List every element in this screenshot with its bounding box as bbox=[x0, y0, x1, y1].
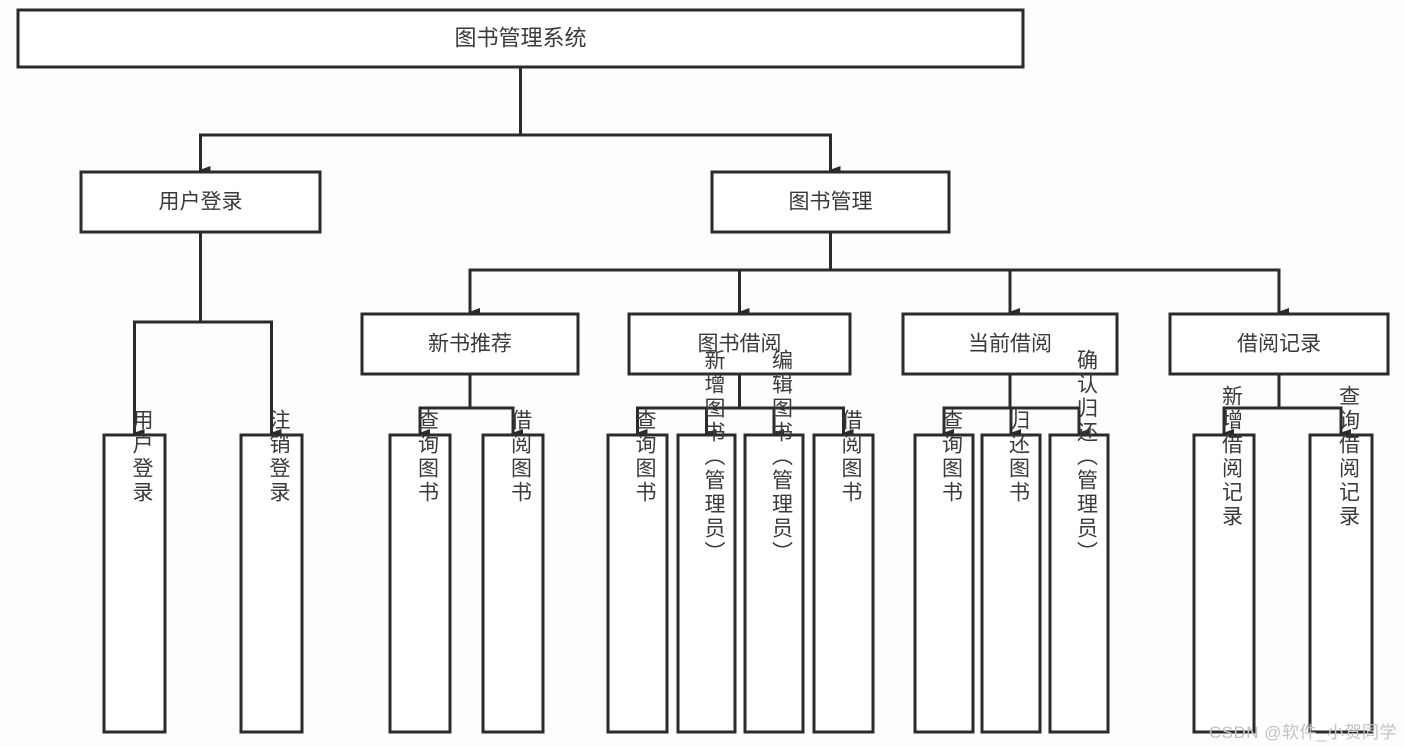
node-box[interactable] bbox=[1308, 433, 1374, 734]
node-box[interactable] bbox=[606, 433, 669, 734]
node-label: 新增借阅记录 bbox=[1220, 385, 1244, 529]
node-level3[interactable]: 当前借阅 bbox=[901, 312, 1119, 376]
node-label: 查询借阅记录 bbox=[1337, 385, 1361, 529]
node-leaf[interactable]: 查询图书 bbox=[913, 409, 975, 734]
node-box[interactable] bbox=[239, 433, 304, 734]
node-box[interactable] bbox=[1192, 433, 1256, 734]
node-box[interactable] bbox=[16, 8, 1025, 69]
node-level3[interactable]: 借阅记录 bbox=[1168, 312, 1390, 376]
node-leaf[interactable]: 确认归还（管理员） bbox=[1048, 349, 1110, 734]
node-box[interactable] bbox=[980, 433, 1042, 734]
node-label: 借阅图书 bbox=[509, 409, 533, 505]
node-label: 当前借阅 bbox=[968, 333, 1052, 356]
node-box[interactable] bbox=[1168, 312, 1390, 376]
node-label: 图书管理 bbox=[789, 191, 873, 214]
node-leaf[interactable]: 用户登录 bbox=[102, 409, 167, 734]
node-leaf[interactable]: 借阅图书 bbox=[812, 409, 875, 734]
node-level3[interactable]: 图书借阅 bbox=[627, 312, 852, 376]
node-label: 新增图书（管理员） bbox=[702, 349, 726, 565]
node-level2[interactable]: 用户登录 bbox=[79, 170, 322, 234]
node-label: 注销登录 bbox=[267, 409, 291, 505]
node-box[interactable] bbox=[1048, 433, 1110, 734]
connector-layer bbox=[133, 65, 1351, 437]
node-label: 新书推荐 bbox=[428, 333, 512, 356]
node-box[interactable] bbox=[913, 433, 975, 734]
node-leaf[interactable]: 归还图书 bbox=[980, 409, 1042, 734]
node-box[interactable] bbox=[102, 433, 167, 734]
node-label: 用户登录 bbox=[130, 409, 154, 505]
node-level2[interactable]: 图书管理 bbox=[710, 170, 951, 234]
node-label: 借阅记录 bbox=[1237, 333, 1321, 356]
node-box[interactable] bbox=[360, 312, 580, 376]
node-box[interactable] bbox=[812, 433, 875, 734]
node-box[interactable] bbox=[676, 433, 737, 734]
node-leaf[interactable]: 查询借阅记录 bbox=[1308, 385, 1374, 734]
node-label: 图书借阅 bbox=[698, 333, 782, 356]
node-leaf[interactable]: 新增借阅记录 bbox=[1192, 385, 1256, 734]
node-box[interactable] bbox=[388, 433, 452, 734]
node-box[interactable] bbox=[79, 170, 322, 234]
node-leaf[interactable]: 查询图书 bbox=[388, 409, 452, 734]
node-root[interactable]: 图书管理系统 bbox=[16, 8, 1025, 69]
node-leaf[interactable]: 编辑图书（管理员） bbox=[743, 349, 805, 734]
node-leaf[interactable]: 查询图书 bbox=[606, 409, 669, 734]
node-leaf[interactable]: 注销登录 bbox=[239, 409, 304, 734]
node-label: 借阅图书 bbox=[839, 409, 863, 505]
node-label: 图书管理系统 bbox=[454, 25, 586, 50]
node-label: 编辑图书（管理员） bbox=[770, 349, 794, 565]
node-leaf[interactable]: 新增图书（管理员） bbox=[676, 349, 737, 734]
watermark-text: CSDN @软件_小贺同学 bbox=[1208, 723, 1397, 742]
node-leaf[interactable]: 借阅图书 bbox=[481, 409, 545, 734]
node-box[interactable] bbox=[481, 433, 545, 734]
node-label: 查询图书 bbox=[416, 409, 440, 505]
node-layer: 图书管理系统用户登录图书管理新书推荐图书借阅当前借阅借阅记录用户登录注销登录查询… bbox=[16, 8, 1390, 734]
node-box[interactable] bbox=[710, 170, 951, 234]
node-label: 用户登录 bbox=[159, 191, 243, 214]
node-level3[interactable]: 新书推荐 bbox=[360, 312, 580, 376]
node-box[interactable] bbox=[627, 312, 852, 376]
node-box[interactable] bbox=[743, 433, 805, 734]
node-label: 查询图书 bbox=[940, 409, 964, 505]
node-label: 归还图书 bbox=[1007, 409, 1031, 505]
node-label: 查询图书 bbox=[633, 409, 657, 505]
node-label: 确认归还（管理员） bbox=[1075, 349, 1099, 565]
node-box[interactable] bbox=[901, 312, 1119, 376]
